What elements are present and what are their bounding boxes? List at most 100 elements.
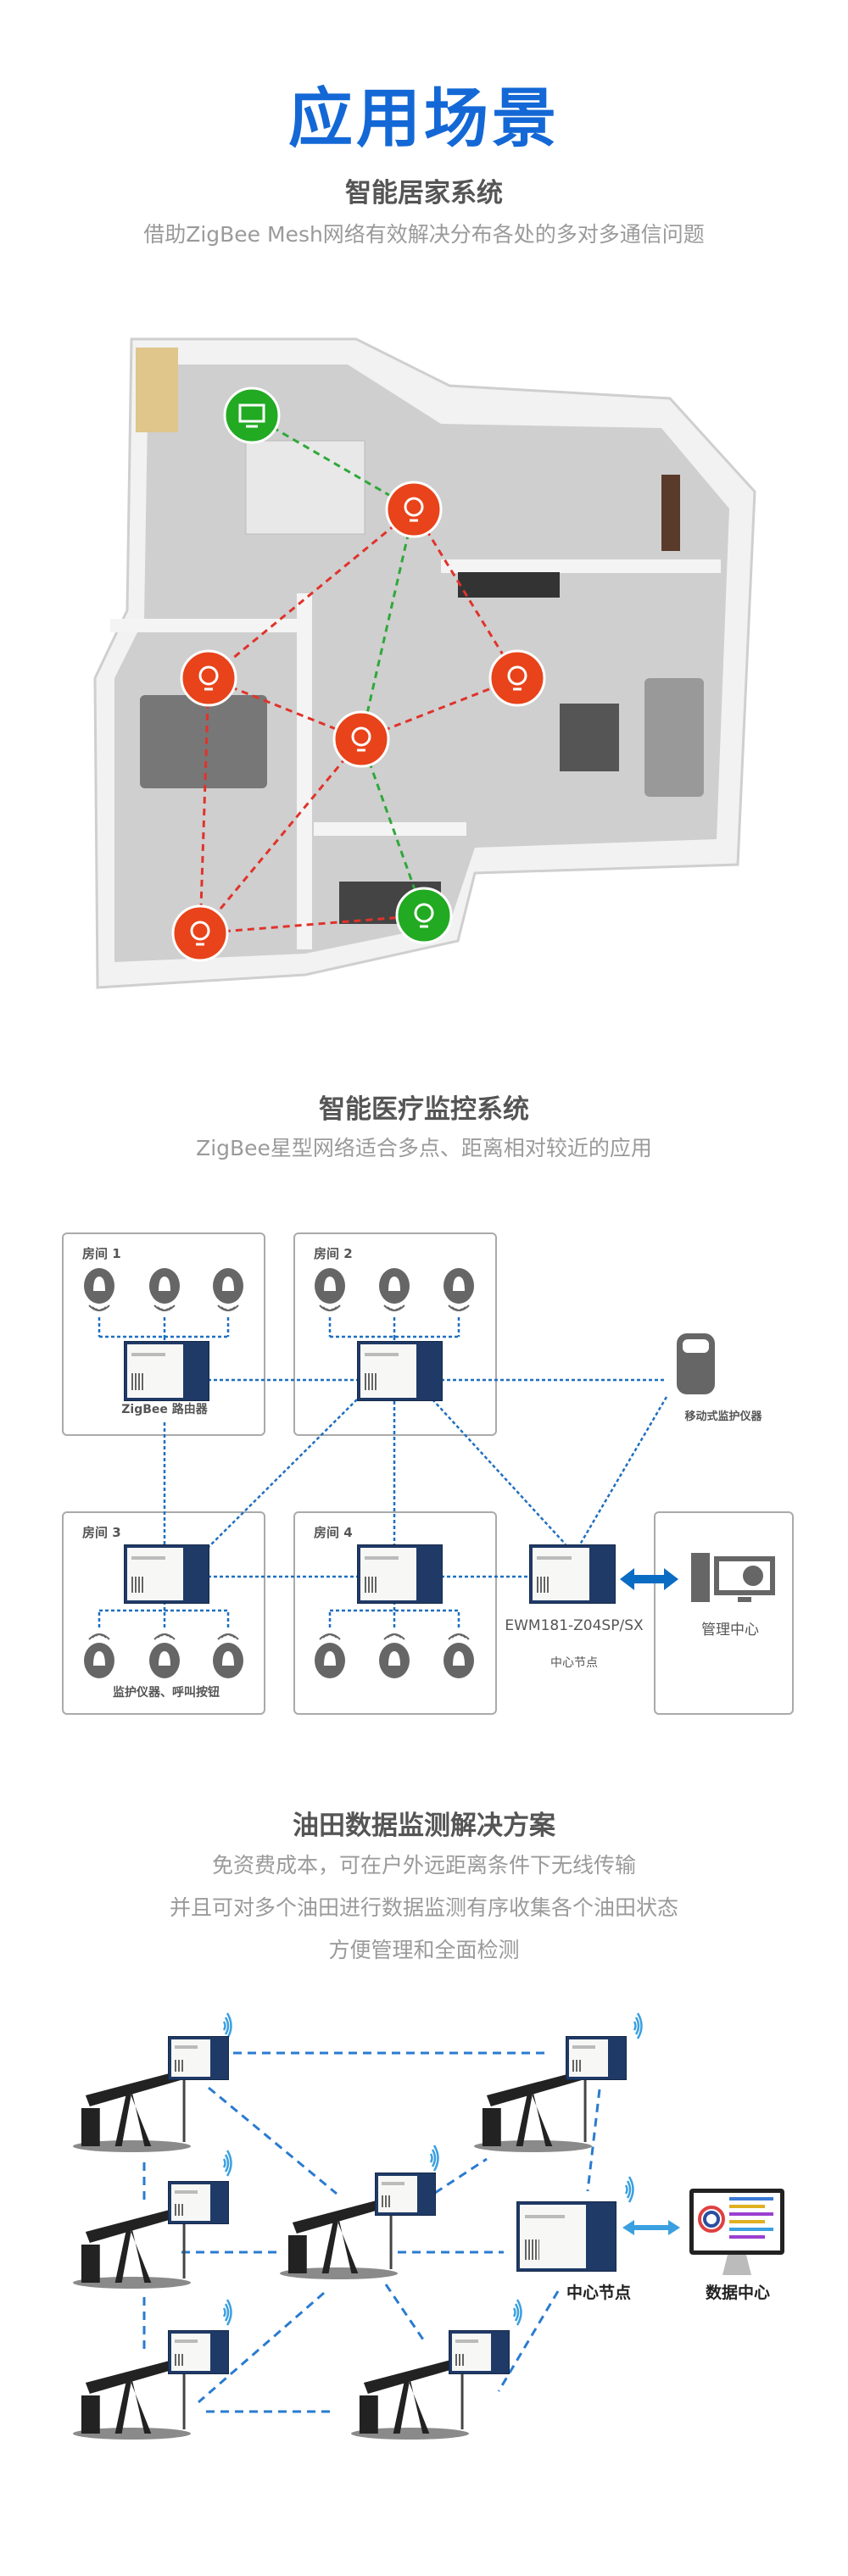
module-shield <box>127 1548 183 1600</box>
pumpjack-frame <box>114 2374 152 2434</box>
smart-bulb-node <box>488 649 546 707</box>
qr-code-icon <box>381 2195 390 2207</box>
green-link <box>251 414 415 511</box>
pumpjack-base <box>351 2428 469 2440</box>
signal-wave-icon <box>319 1633 341 1640</box>
signal-wave-icon <box>448 1305 470 1311</box>
module-shield <box>360 1344 416 1398</box>
module-shield <box>378 2176 417 2212</box>
field-link <box>208 2086 338 2195</box>
smart-home-title: 智能居家系统 <box>345 178 503 209</box>
pumpjack-counterweight <box>81 2245 100 2283</box>
tv-unit <box>458 572 560 598</box>
module-shield <box>569 2039 608 2077</box>
zigbee-module <box>357 1544 443 1604</box>
wifi-signal-icon <box>624 2184 628 2195</box>
pumpjack-beam <box>85 2070 187 2106</box>
pumpjack-base <box>73 2277 191 2289</box>
zigbee-module <box>566 2036 627 2080</box>
smart-home-subtitle: 借助ZigBee Mesh网络有效解决分布各处的多对多通信问题 <box>143 222 705 247</box>
signal-wave-icon <box>217 1633 239 1640</box>
field-link <box>586 2089 601 2192</box>
pumpjack-icon <box>351 2357 469 2440</box>
pumpjack-icon <box>73 2070 191 2152</box>
wifi-signal-icon <box>222 2021 226 2031</box>
smart-bulb-node <box>332 710 390 768</box>
oilfield-line-3: 方便管理和全面检测 <box>328 1938 520 1962</box>
bell-icon <box>222 1651 234 1666</box>
wifi-signal-icon <box>432 2145 439 2172</box>
wall <box>297 593 312 949</box>
qr-code-icon <box>365 1576 377 1594</box>
mobile-monitor-screen <box>683 1339 709 1353</box>
module-print <box>131 1555 165 1560</box>
wifi-signal-icon <box>224 2017 230 2035</box>
module-print <box>174 2045 198 2050</box>
wifi-signal-icon <box>226 2150 232 2177</box>
router-label: ZigBee 路由器 <box>121 1403 208 1416</box>
module-shield <box>360 1548 416 1600</box>
red-link <box>412 509 519 679</box>
wifi-signal-icon <box>431 2149 437 2167</box>
zigbee-module <box>516 2201 616 2272</box>
pumpjack-base <box>280 2267 398 2279</box>
wifi-signal-icon <box>222 2307 226 2317</box>
dashboard-ring <box>698 2206 725 2233</box>
sofa <box>644 678 704 797</box>
module-print <box>131 1353 165 1357</box>
dashboard-bar <box>729 2212 773 2216</box>
room-1: 房间 1 <box>62 1232 265 1436</box>
computer-tower-icon <box>691 1553 710 1602</box>
module-print <box>174 2340 198 2344</box>
pumpjack-base <box>73 2428 191 2440</box>
module-print <box>455 2340 479 2344</box>
devices-label: 监护仪器、呼叫按钮 <box>113 1686 220 1700</box>
dashboard-bar <box>729 2205 765 2208</box>
field-link <box>434 2157 488 2195</box>
wifi-signal-icon <box>512 2307 516 2317</box>
qr-code-icon <box>525 2239 540 2260</box>
wifi-signal-icon <box>222 2158 226 2168</box>
pumpjack-icon <box>280 2197 398 2279</box>
signal-wave-icon <box>88 1305 110 1311</box>
pumpjack-counterweight <box>287 2235 307 2273</box>
bell-icon <box>324 1651 336 1666</box>
qr-code-icon <box>174 2204 183 2216</box>
curtain <box>136 348 178 432</box>
pumpjack-frame <box>516 2087 553 2146</box>
management-center-box <box>654 1511 794 1715</box>
dashboard-gear <box>703 2211 720 2228</box>
bulb-icon <box>351 726 371 747</box>
pie-chart-icon <box>743 1566 763 1586</box>
bidirectional-arrow-icon <box>620 1568 678 1590</box>
module-print <box>365 1555 399 1560</box>
module-print <box>365 1353 399 1357</box>
zigbee-module <box>168 2036 229 2080</box>
monitor-stand <box>722 2255 751 2275</box>
bed <box>245 440 365 535</box>
signal-wave-icon <box>153 1305 176 1311</box>
wifi-signal-icon <box>628 2176 634 2203</box>
signal-wave-icon <box>88 1633 110 1640</box>
data-center-label: 数据中心 <box>705 2284 771 2302</box>
bell-icon <box>222 1277 234 1291</box>
module-shield <box>171 2184 210 2221</box>
bulb-icon <box>198 665 219 686</box>
qr-code-icon <box>174 2353 183 2366</box>
module-shield <box>127 1344 183 1398</box>
red-link <box>199 914 425 935</box>
room-label: 房间 1 <box>82 1246 121 1261</box>
wifi-signal-icon <box>224 2303 230 2322</box>
network-link <box>207 1399 358 1549</box>
oilfield-title: 油田数据监测解决方案 <box>293 1811 555 1841</box>
signal-wave-icon <box>383 1305 405 1311</box>
network-link <box>432 1399 566 1545</box>
zigbee-module <box>168 2181 229 2224</box>
pumpjack-icon <box>474 2070 592 2152</box>
signal-wave-icon <box>319 1305 341 1311</box>
qr-code-icon <box>174 2059 183 2072</box>
module-shield <box>533 1548 589 1600</box>
wifi-signal-icon <box>226 2299 232 2326</box>
management-center-label: 管理中心 <box>701 1622 759 1639</box>
